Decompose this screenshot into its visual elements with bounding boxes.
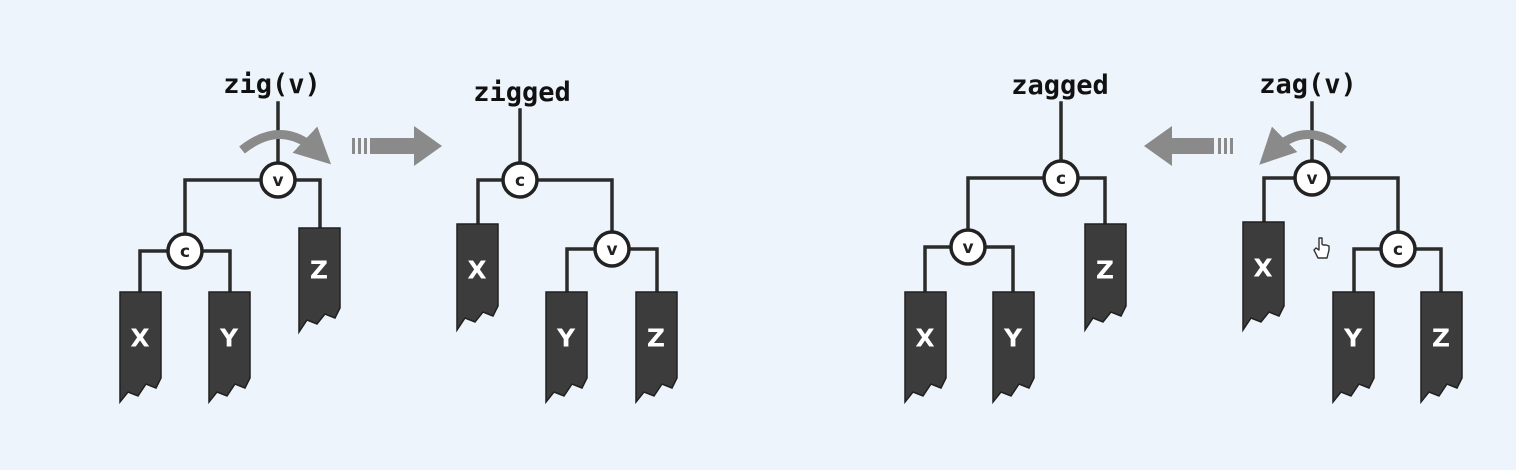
node-v-label: v	[606, 240, 617, 260]
left-arrow-icon	[1144, 126, 1233, 166]
subtree-x-label: X	[130, 324, 149, 353]
subtree-z-label: Z	[1432, 324, 1450, 353]
subtree-x: X	[456, 223, 499, 333]
subtree-z: Z	[1420, 291, 1463, 405]
zig-call-label: zig(v)	[223, 69, 321, 100]
subtree-y-label: Y	[1343, 324, 1363, 353]
subtree-x-label: X	[915, 324, 934, 353]
node-c	[1042, 159, 1080, 197]
node-c-label: c	[1393, 240, 1403, 260]
subtree-z-label: Z	[647, 324, 665, 353]
node-c	[501, 161, 539, 199]
zag-before-tree: zag(v) v c X Y Z	[1242, 69, 1463, 405]
subtree-x: X	[1242, 221, 1285, 333]
subtree-y: Y	[208, 291, 251, 405]
node-c	[1379, 230, 1417, 268]
subtree-y: Y	[1332, 291, 1375, 405]
node-c-label: c	[515, 171, 525, 191]
node-v	[1293, 159, 1331, 197]
node-c-label: c	[180, 242, 190, 262]
subtree-z: Z	[1084, 223, 1127, 333]
subtree-x-label: X	[467, 256, 486, 285]
node-v	[949, 228, 987, 266]
node-v-label: v	[962, 238, 973, 258]
subtree-y-label: Y	[1003, 324, 1023, 353]
subtree-y-label: Y	[219, 324, 239, 353]
node-v	[593, 230, 631, 268]
subtree-x: X	[119, 291, 162, 405]
subtree-y: Y	[992, 291, 1035, 405]
clockwise-rotate-icon	[239, 126, 332, 165]
zig-before-tree: zig(v) v c X Y Z	[119, 69, 341, 405]
zigged-tree: zigged c v X Y Z	[456, 77, 678, 405]
node-v-label: v	[272, 171, 283, 191]
node-v-label: v	[1306, 169, 1317, 189]
subtree-z: Z	[635, 291, 678, 405]
zigged-label: zigged	[473, 77, 571, 108]
node-v	[259, 161, 297, 199]
pointer-hand-icon	[1313, 237, 1330, 259]
subtree-x-label: X	[1253, 254, 1272, 283]
subtree-z-label: Z	[1096, 256, 1114, 285]
zagged-label: zagged	[1011, 70, 1109, 101]
node-c	[166, 232, 204, 270]
subtree-y: Y	[545, 291, 588, 405]
subtree-z: Z	[298, 227, 341, 335]
right-arrow-icon	[352, 126, 442, 166]
subtree-z-label: Z	[310, 256, 328, 285]
node-c-label: c	[1056, 169, 1066, 189]
counterclockwise-rotate-icon	[1259, 126, 1347, 165]
subtree-x: X	[904, 291, 947, 405]
subtree-y-label: Y	[556, 324, 576, 353]
zagged-tree: zagged c v X Y Z	[904, 70, 1127, 405]
zag-call-label: zag(v)	[1259, 69, 1357, 100]
